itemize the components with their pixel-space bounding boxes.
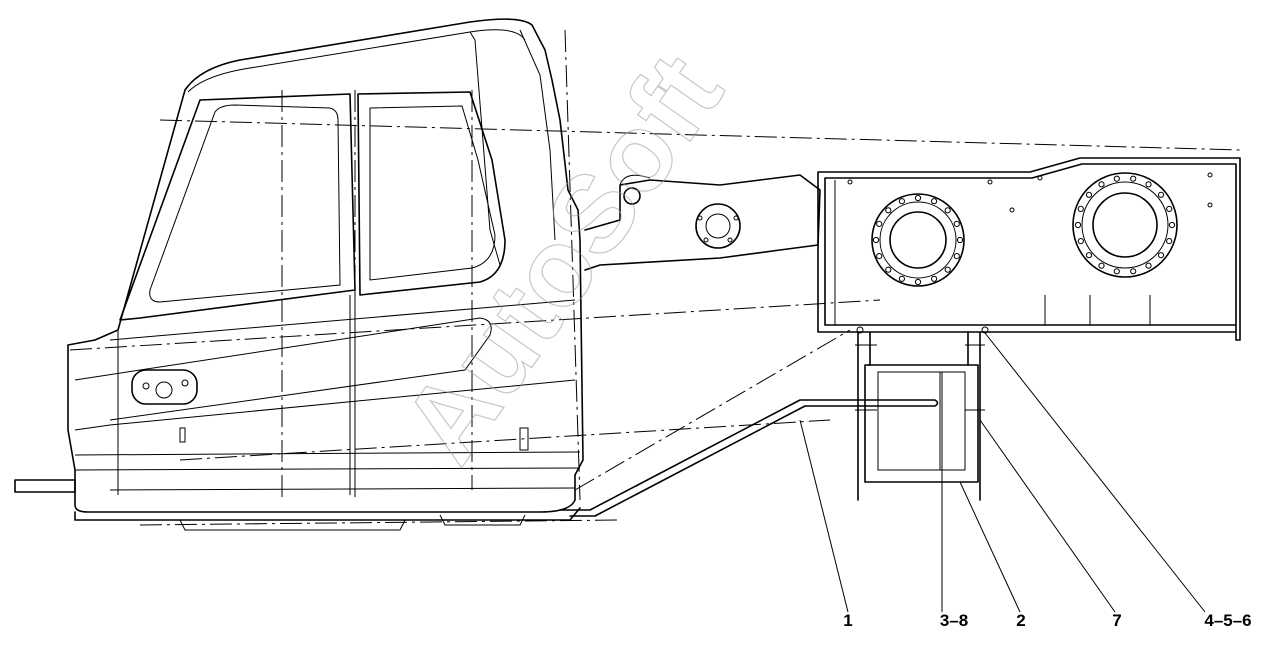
bolt-hole [1166, 238, 1173, 245]
access-bracket [855, 326, 989, 501]
platform-frame [817, 157, 1241, 341]
bolt-hole [1098, 181, 1105, 188]
bolt-hole [898, 275, 906, 282]
bolt-hole [1157, 191, 1165, 198]
bolt-hole [1166, 205, 1173, 212]
linkage-boom [584, 174, 821, 271]
bolt-hole [872, 236, 880, 244]
leader-lines [799, 332, 1206, 613]
bolt-hole [885, 207, 892, 214]
bolt-hole [898, 198, 906, 205]
bolt-hole [1113, 268, 1120, 275]
bolt-hole [1085, 252, 1093, 259]
callout-7: 7 [1112, 611, 1121, 630]
bolt-hole [944, 266, 951, 273]
center-lines [69, 29, 1241, 526]
bolt-hole [1074, 221, 1082, 229]
watermark-text: AutoSoft [379, 33, 746, 484]
callout-3-8: 3–8 [940, 611, 968, 630]
bolt-hole [1145, 262, 1152, 269]
bolt-hole [953, 253, 960, 260]
bolt-hole [914, 194, 922, 202]
bolt-hole [956, 236, 964, 244]
bolt-hole [1168, 221, 1176, 229]
callout-labels: 1 3–8 2 7 4–5–6 [843, 611, 1251, 630]
bolt-hole [931, 198, 938, 205]
bolt-hole [1098, 262, 1105, 269]
bolt-hole [885, 266, 892, 273]
bolt-hole [1113, 175, 1120, 182]
callout-1: 1 [843, 611, 852, 630]
bolt-hole [944, 207, 951, 214]
bolt-hole [1145, 181, 1152, 188]
bolt-hole [876, 220, 883, 227]
slew-ring-bolts [872, 175, 1176, 286]
bolt-hole [1130, 268, 1137, 275]
bolt-hole [1085, 191, 1093, 198]
bolt-hole [931, 275, 938, 282]
bolt-hole [1077, 205, 1084, 212]
handrail [559, 329, 939, 517]
bolt-hole [1077, 238, 1084, 245]
bolt-hole [1130, 175, 1137, 182]
bolt-hole [953, 220, 960, 227]
bolt-hole [914, 278, 922, 286]
callout-2: 2 [1016, 611, 1025, 630]
bolt-hole [876, 253, 883, 260]
bolt-hole [1157, 252, 1165, 259]
callout-4-5-6: 4–5–6 [1204, 611, 1251, 630]
